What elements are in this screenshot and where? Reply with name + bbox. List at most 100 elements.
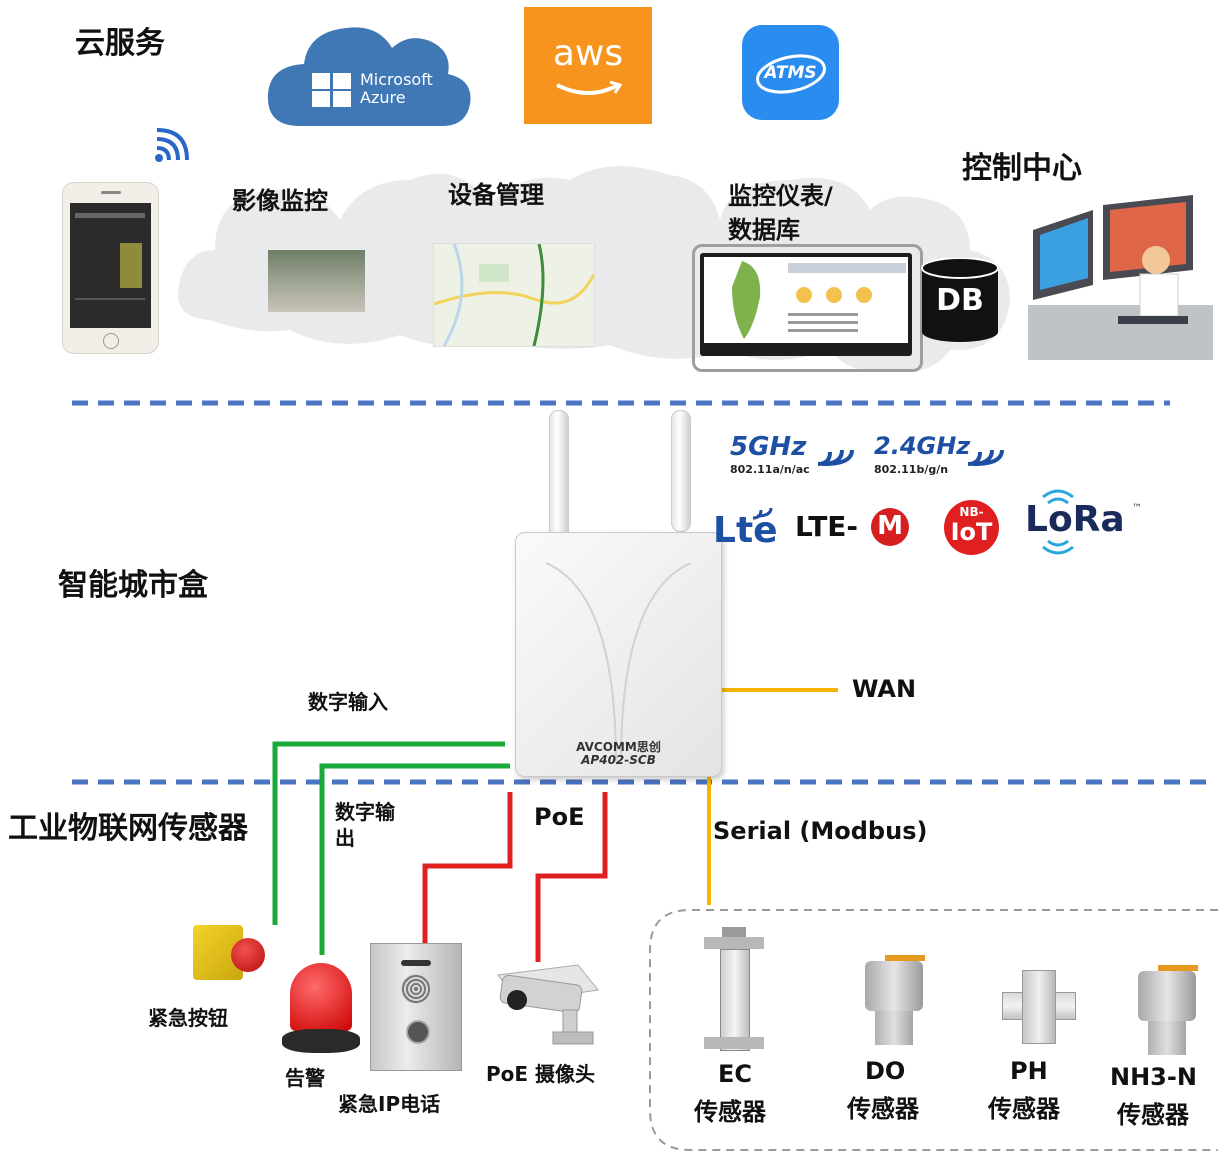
dashboard-monitor (700, 253, 912, 356)
badge-nb-iot-top: NB- (959, 505, 984, 519)
dashboard-screen (704, 257, 908, 343)
azure-cloud-icon (267, 27, 471, 126)
antenna-right (671, 410, 691, 532)
label-poe: PoE (534, 803, 585, 831)
section-control-center-title: 控制中心 (962, 151, 1082, 186)
badge-5ghz-label: 5GHz (730, 432, 807, 462)
poe-camera-line (535, 792, 608, 962)
sensor-do-line1: DO (865, 1057, 906, 1085)
badge-5ghz: 5GHz 802.11a/n/ac (728, 430, 868, 482)
wifi-5ghz-icon (817, 449, 854, 466)
label-poe-camera: PoE 摄像头 (486, 1062, 596, 1086)
db-label: DB (936, 283, 984, 318)
badge-nb-iot: NB- IoT (944, 500, 999, 555)
windows-icon (312, 73, 352, 107)
database-icon: DB (920, 257, 1000, 343)
badge-2-4ghz: 2.4GHz 802.11b/g/n (872, 430, 1012, 482)
ip-phone-device (370, 943, 462, 1071)
badge-lte-m-circle (871, 508, 909, 546)
sensor-ph-line2: 传感器 (988, 1095, 1060, 1123)
label-digital-out-2: 出 (335, 826, 355, 850)
feature-device-label: 设备管理 (448, 181, 544, 209)
label-digital-out-1: 数字输 (335, 800, 395, 824)
sensor-group-frame (649, 909, 1218, 1151)
label-alarm: 告警 (285, 1066, 325, 1090)
phone-speaker (101, 191, 121, 194)
feature-monitor-label-1: 监控仪表/ (728, 182, 833, 210)
emergency-button-device (193, 920, 273, 985)
poe-camera-device (493, 960, 605, 1050)
phone-slot (401, 960, 431, 966)
aws-label: aws (552, 33, 624, 74)
aws-logo: aws (524, 7, 652, 124)
map-thumbnail (433, 243, 596, 347)
digital-out-line (319, 763, 510, 955)
alarm-base (282, 1029, 360, 1053)
ph-sensor-device (1002, 970, 1076, 1044)
sensor-do-line2: 传感器 (847, 1095, 919, 1123)
atms-label: ATMS (764, 63, 817, 83)
atms-ring-icon (756, 54, 826, 94)
lora-wave-icon (1042, 489, 1074, 555)
badge-lora-label: LoRa (1025, 499, 1125, 540)
section-smart-box-title: 智能城市盒 (58, 568, 208, 603)
label-ip-phone: 紧急IP电话 (338, 1092, 441, 1116)
label-emergency-button: 紧急按钮 (148, 1006, 228, 1030)
badge-lte-m-prefix: LTE- (795, 510, 859, 543)
control-center-illustration (1028, 190, 1213, 360)
label-wan: WAN (852, 675, 917, 703)
feature-monitor-label-2: 数据库 (728, 216, 800, 244)
feature-video-label: 影像监控 (232, 187, 328, 215)
badge-lte-m: LTE- M (795, 508, 925, 552)
sensor-nh3-line1: NH3-N (1110, 1063, 1197, 1091)
sensor-nh3-line2: 传感器 (1117, 1101, 1189, 1129)
red-push-button (231, 938, 265, 972)
badge-lte: Lte (713, 500, 788, 552)
azure-label-1: Microsoft (360, 70, 433, 89)
nh3-sensor-device (1128, 965, 1206, 1055)
badge-2-4ghz-label: 2.4GHz (874, 432, 971, 460)
phone-call-button (406, 1020, 430, 1044)
video-thumbnail (268, 250, 365, 312)
wifi-signal-icon (155, 128, 189, 162)
monitor-db-frame (692, 244, 923, 372)
alarm-light-device (282, 963, 360, 1058)
antenna-left (549, 410, 569, 544)
sensor-ph-line1: PH (1010, 1057, 1048, 1085)
phone-home-button (103, 333, 119, 349)
azure-label-2: Azure (360, 88, 406, 107)
device-brand: AVCOMM思创 (516, 738, 721, 755)
azure-logo: Microsoft Azure (262, 8, 477, 130)
wifi-2-4ghz-icon (967, 449, 1004, 466)
ec-flow-tube (720, 949, 750, 1051)
device-model: AP402-SCB (581, 753, 656, 767)
poe-phone-line (422, 792, 513, 945)
smart-city-box: AVCOMM思创 AP402-SCB (515, 532, 722, 777)
badge-lora: LoRa ™ (1025, 485, 1145, 557)
ec-sensor-device (700, 927, 768, 1052)
label-serial: Serial (Modbus) (713, 817, 928, 845)
section-cloud-title: 云服务 (75, 26, 165, 61)
section-iiot-sensors-title: 工业物联网传感器 (8, 811, 248, 846)
brand-name-cn: 思创 (636, 740, 661, 754)
do-sensor-device (855, 955, 933, 1045)
smartphone (62, 182, 159, 354)
badge-lte-m-letter: M (877, 511, 903, 541)
badge-lora-tm: ™ (1132, 503, 1142, 514)
sensor-ec-line1: EC (718, 1060, 753, 1088)
atms-logo: ATMS (742, 25, 839, 120)
phone-screen (70, 203, 151, 328)
phone-speaker-grille (401, 974, 431, 1004)
aws-smile-icon (556, 80, 623, 95)
badge-2-4ghz-std: 802.11b/g/n (874, 463, 949, 476)
digital-in-line (272, 741, 505, 925)
badge-5ghz-std: 802.11a/n/ac (730, 463, 810, 476)
map-roads-icon (433, 243, 596, 347)
badge-nb-iot-bottom: IoT (950, 518, 993, 546)
brand-name: AVCOMM (576, 740, 637, 754)
lte-signal-icon (752, 507, 773, 520)
badge-lte-label: Lte (713, 510, 778, 551)
sensor-ec-line2: 传感器 (694, 1098, 766, 1126)
label-digital-in: 数字输入 (308, 690, 388, 714)
